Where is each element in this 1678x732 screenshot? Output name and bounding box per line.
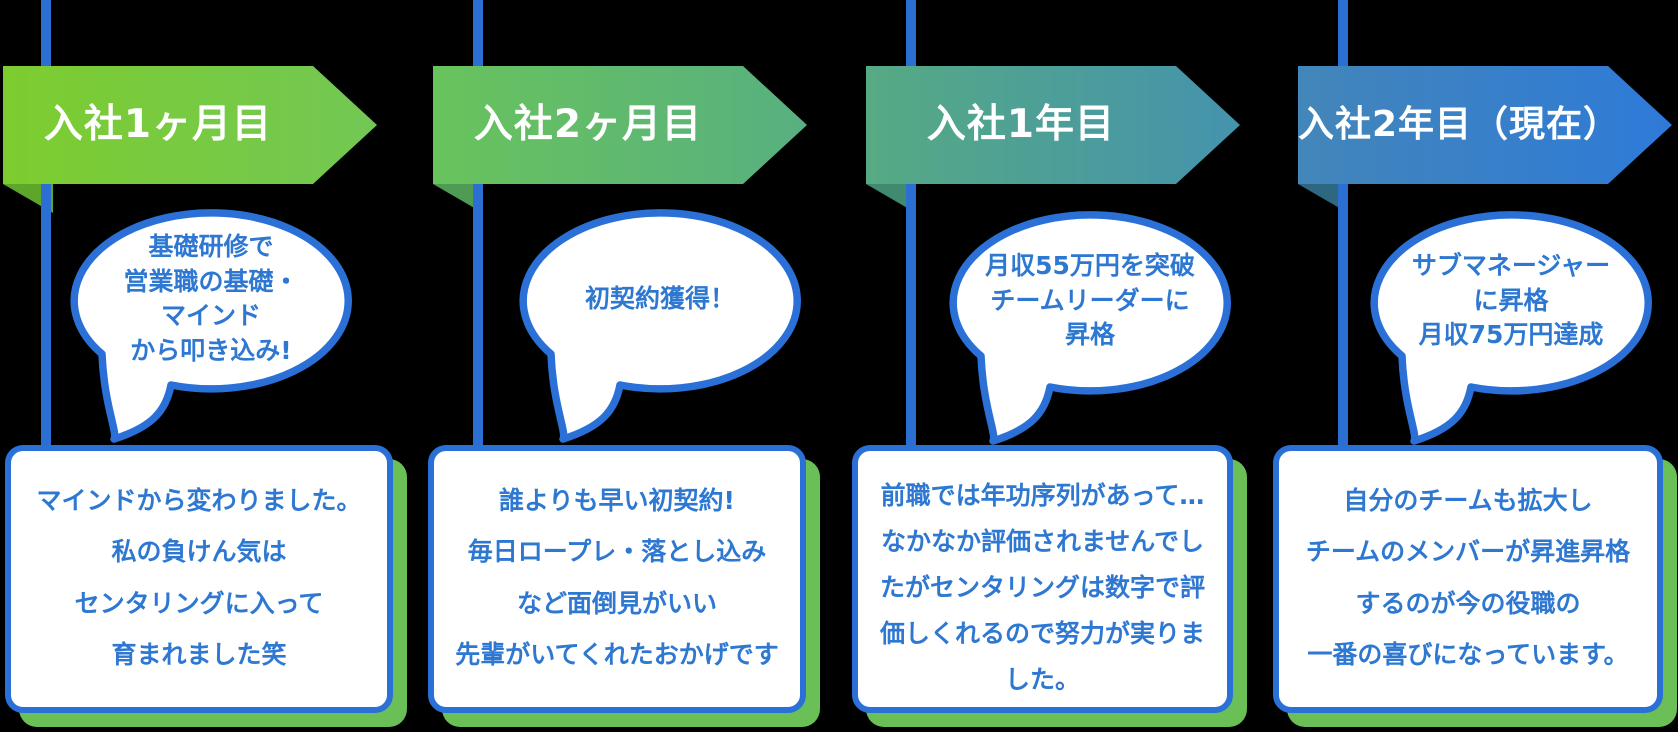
timeline-line: [41, 0, 51, 449]
speech-bubble: 月収55万円を突破 チームリーダーに 昇格: [945, 207, 1235, 447]
speech-bubble-shape: [1370, 211, 1652, 445]
testimonial-text: 誰よりも早い初契約! 毎日ロープレ・落とし込み など面倒見がいい 先輩がいてくれ…: [455, 486, 779, 669]
testimonial-card: マインドから変わりました。 私の負けん気は センタリングに入って 育まれました笑: [5, 445, 393, 713]
milestone-label: 入社2ヶ月目: [473, 102, 703, 147]
testimonial-card: 誰よりも早い初契約! 毎日ロープレ・落とし込み など面倒見がいい 先輩がいてくれ…: [428, 445, 806, 713]
milestone-banner: 入社1ヶ月目: [3, 66, 377, 184]
speech-bubble-shape: [949, 211, 1231, 445]
testimonial-text: 前職では年功序列があって… なかなか評価されませんでし たがセンタリングは数字で…: [879, 481, 1205, 694]
milestone-banner: 入社2年目（現在）: [1298, 66, 1672, 184]
testimonial-text: 自分のチームも拡大し チームのメンバーが昇進昇格 するのが今の役職の 一番の喜び…: [1305, 486, 1631, 669]
highlight-text: サブマネージャー に昇格 月収75万円達成: [1411, 251, 1611, 350]
milestone-banner: 入社1年目: [866, 66, 1240, 184]
speech-bubble-shape: [519, 209, 801, 443]
speech-bubble: サブマネージャー に昇格 月収75万円達成: [1366, 207, 1656, 447]
speech-bubble: 初契約獲得！: [515, 205, 805, 445]
speech-bubble: 基礎研修で 営業職の基礎・ マインド から叩き込み!: [66, 205, 356, 445]
highlight-text: 初契約獲得！: [584, 283, 735, 313]
testimonial-card: 前職では年功序列があって… なかなか評価されませんでし たがセンタリングは数字で…: [852, 445, 1233, 713]
milestone-label: 入社1年目: [926, 102, 1116, 147]
timeline-line: [1338, 0, 1348, 449]
milestone-label: 入社1ヶ月目: [43, 102, 273, 147]
milestone-label: 入社2年目（現在）: [1298, 104, 1621, 145]
timeline-line: [473, 0, 483, 449]
testimonial-card: 自分のチームも拡大し チームのメンバーが昇進昇格 するのが今の役職の 一番の喜び…: [1273, 445, 1663, 713]
timeline-line: [906, 0, 916, 449]
speech-bubble-shape: [70, 209, 352, 443]
milestone-banner: 入社2ヶ月目: [433, 66, 807, 184]
testimonial-text: マインドから変わりました。 私の負けん気は センタリングに入って 育まれました笑: [36, 486, 362, 669]
highlight-text: 月収55万円を突破 チームリーダーに 昇格: [985, 251, 1195, 350]
highlight-text: 基礎研修で 営業職の基礎・ マインド から叩き込み!: [123, 232, 299, 365]
